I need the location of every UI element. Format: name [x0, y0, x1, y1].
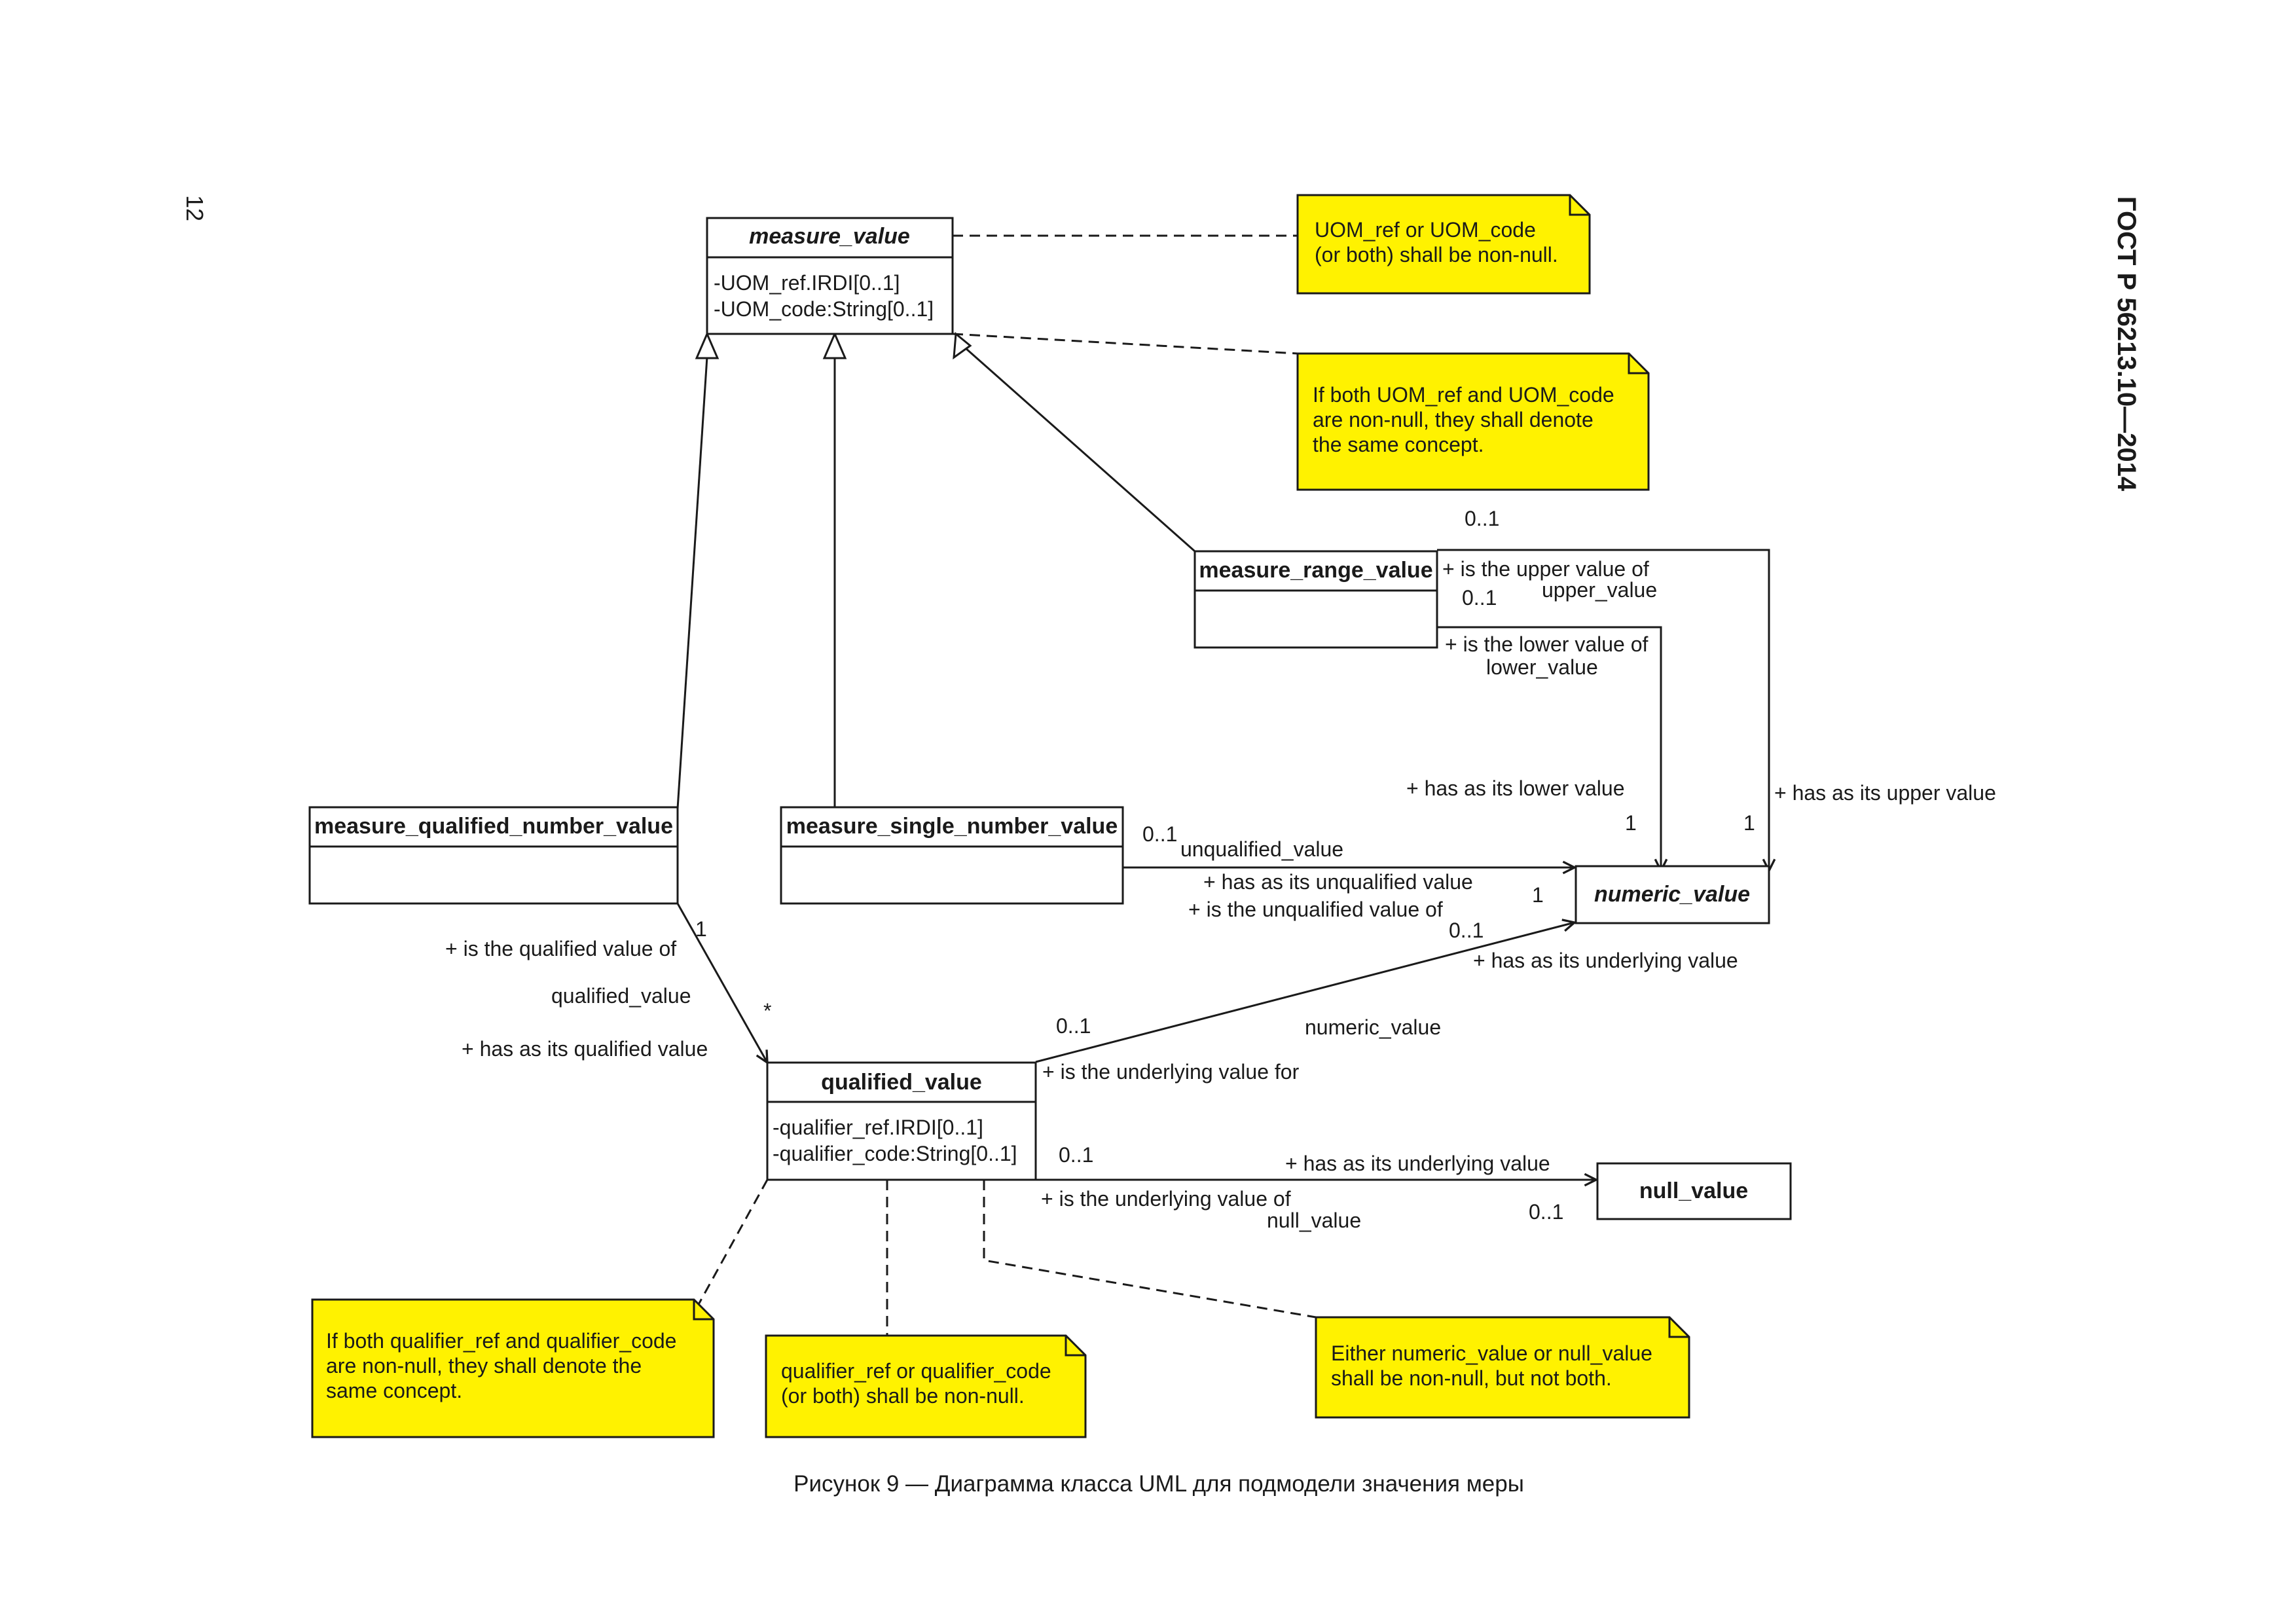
class-measure-value: measure_value -UOM_ref.IRDI[0..1] -UOM_c…	[706, 217, 954, 335]
assoc-qualified-value	[676, 903, 767, 1063]
role-label: + is the upper value of	[1442, 557, 1649, 581]
role-label: + is the underlying value of	[1041, 1187, 1291, 1211]
class-attribute: -qualifier_ref.IRDI[0..1]	[773, 1116, 983, 1139]
role-label: upper_value	[1542, 578, 1657, 602]
role-label: + is the lower value of	[1445, 632, 1649, 656]
assoc-lower-value	[1437, 626, 1661, 871]
role-label: + has as its qualified value	[462, 1037, 708, 1061]
class-name: measure_qualified_number_value	[314, 814, 673, 839]
note-connector-either-value	[983, 1180, 1317, 1319]
multiplicity-label: 1	[1743, 811, 1755, 835]
note-line: same concept.	[326, 1379, 462, 1402]
multiplicity-label: 0..1	[1529, 1200, 1563, 1224]
note-uom-nonnull: UOM_ref or UOM_code (or both) shall be n…	[1296, 194, 1591, 295]
role-label: lower_value	[1486, 655, 1598, 679]
multiplicity-label: 0..1	[1449, 919, 1484, 942]
note-connector-uom-same-concept	[952, 333, 1298, 355]
class-numeric-value: numeric_value	[1575, 865, 1770, 924]
assoc-upper-value	[1437, 549, 1769, 871]
note-qualifier-nonnull: qualifier_ref or qualifier_code (or both…	[765, 1334, 1087, 1438]
role-label: + has as its lower value	[1406, 776, 1625, 800]
figure-caption: Рисунок 9 — Диаграмма класса UML для под…	[793, 1471, 1524, 1497]
class-qualified-value: qualified_value -qualifier_ref.IRDI[0..1…	[766, 1061, 1037, 1181]
role-label: + has as its upper value	[1774, 781, 1996, 805]
role-label: null_value	[1267, 1209, 1361, 1232]
class-attribute: -UOM_ref.IRDI[0..1]	[714, 271, 900, 295]
class-measure-qualified-number-value: measure_qualified_number_value	[308, 806, 679, 905]
role-label: numeric_value	[1305, 1015, 1441, 1039]
class-name: measure_single_number_value	[786, 814, 1118, 839]
class-name: measure_value	[749, 224, 910, 249]
note-line: shall be non-null, but not both.	[1331, 1366, 1612, 1390]
role-label: qualified_value	[551, 984, 691, 1008]
note-line: UOM_ref or UOM_code	[1315, 218, 1536, 242]
multiplicity-label: 0..1	[1142, 822, 1177, 846]
note-line: are non-null, they shall denote the	[326, 1354, 642, 1377]
role-label: unqualified_value	[1180, 837, 1343, 861]
note-connector-qualifier-same-concept	[693, 1179, 769, 1313]
multiplicity-label: 1	[1532, 883, 1544, 907]
class-name: null_value	[1639, 1178, 1748, 1203]
class-name: measure_range_value	[1199, 558, 1432, 583]
note-line: the same concept.	[1313, 433, 1484, 456]
multiplicity-label: 0..1	[1056, 1014, 1091, 1038]
multiplicity-label: 0..1	[1462, 586, 1497, 610]
page-number: 12	[181, 195, 208, 221]
note-line: (or both) shall be non-null.	[1315, 243, 1558, 266]
multiplicity-label: 0..1	[1465, 507, 1499, 530]
note-either-value: Either numeric_value or null_value shall…	[1315, 1316, 1690, 1419]
class-attribute: -qualifier_code:String[0..1]	[773, 1142, 1017, 1165]
class-measure-single-number-value: measure_single_number_value	[780, 806, 1124, 905]
multiplicity-label: 1	[695, 917, 707, 941]
note-line: If both UOM_ref and UOM_code	[1313, 383, 1614, 407]
note-line: Either numeric_value or null_value	[1331, 1341, 1652, 1365]
role-label: + has as its unqualified value	[1203, 870, 1473, 894]
standard-designation: ГОСТ Р 56213.10—2014	[2112, 196, 2141, 492]
generalization-line-qualified-number	[676, 356, 708, 809]
class-null-value: null_value	[1596, 1162, 1792, 1220]
assoc-numeric-value	[1035, 922, 1575, 1063]
multiplicity-label: 0..1	[1059, 1143, 1093, 1167]
role-label: + is the qualified value of	[445, 937, 676, 960]
generalization-triangle-range	[953, 332, 972, 360]
role-label: + has as its underlying value	[1285, 1152, 1550, 1175]
multiplicity-label: 1	[1625, 811, 1637, 835]
role-label: + has as its underlying value	[1473, 949, 1738, 972]
class-measure-range-value: measure_range_value	[1194, 550, 1438, 649]
note-line: are non-null, they shall denote	[1313, 408, 1594, 431]
generalization-line-range	[965, 347, 1195, 553]
note-qualifier-same-concept: If both qualifier_ref and qualifier_code…	[311, 1298, 715, 1438]
note-line: qualifier_ref or qualifier_code	[781, 1359, 1051, 1383]
multiplicity-label: *	[763, 999, 771, 1023]
role-label: + is the unqualified value of	[1188, 898, 1443, 921]
role-label: + is the underlying value for	[1042, 1060, 1300, 1084]
generalization-triangle-qualified-number	[695, 331, 720, 359]
note-line: If both qualifier_ref and qualifier_code	[326, 1329, 676, 1353]
class-name: qualified_value	[821, 1070, 982, 1095]
class-attribute: -UOM_code:String[0..1]	[714, 297, 934, 321]
note-line: (or both) shall be non-null.	[781, 1384, 1025, 1408]
note-uom-same-concept: If both UOM_ref and UOM_code are non-nul…	[1296, 352, 1650, 491]
class-name: numeric_value	[1594, 882, 1750, 907]
generalization-triangle-single-number	[822, 331, 847, 359]
